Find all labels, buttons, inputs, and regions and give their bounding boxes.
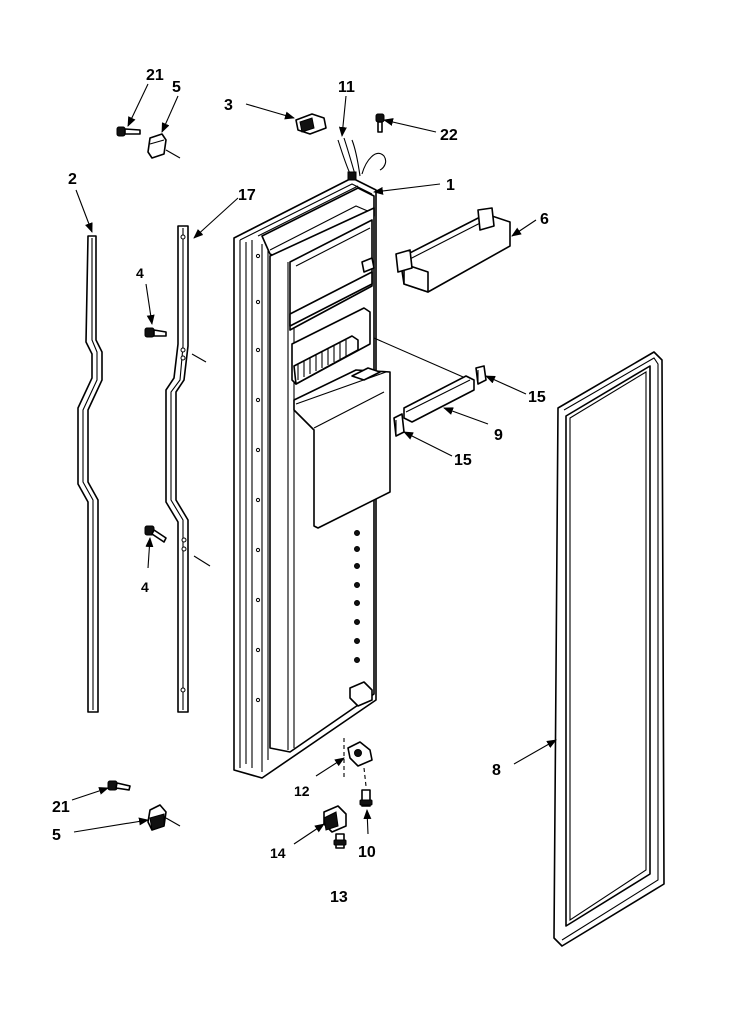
part-8-door-gasket — [553, 351, 665, 947]
screw-4-lower — [144, 525, 167, 543]
label-1: 1 — [446, 177, 455, 194]
leader-lines — [71, 83, 557, 845]
label-5-bottom: 5 — [52, 827, 61, 844]
dispenser-grille — [293, 335, 359, 385]
part-2-trim-strip — [77, 235, 103, 713]
label-4-lower: 4 — [141, 579, 149, 595]
clip-5-top — [147, 133, 181, 159]
label-14: 14 — [270, 845, 286, 861]
label-4-upper: 4 — [136, 265, 144, 281]
part-6-door-shelf — [395, 207, 511, 293]
label-12: 12 — [294, 783, 310, 799]
label-15-upper: 15 — [528, 389, 546, 406]
clip-5-bottom — [147, 804, 181, 831]
label-21-bottom: 21 — [52, 799, 70, 816]
part-15-clip-lower — [393, 413, 405, 437]
screw-4-upper — [144, 327, 167, 338]
label-17: 17 — [238, 187, 256, 204]
label-5-top: 5 — [172, 79, 181, 96]
label-8: 8 — [492, 762, 501, 779]
label-21-top: 21 — [146, 67, 164, 84]
part-12-hinge-block — [343, 738, 373, 787]
label-3: 3 — [224, 97, 233, 114]
label-11: 11 — [338, 79, 355, 96]
part-15-clip-upper — [475, 365, 487, 385]
label-10: 10 — [358, 844, 376, 861]
screw-21-top — [116, 126, 141, 137]
part-13-screw — [333, 833, 347, 849]
part-11-wire-harness — [337, 137, 387, 181]
label-22: 22 — [440, 127, 458, 144]
label-6: 6 — [540, 211, 549, 228]
label-13: 13 — [330, 889, 348, 906]
part-9-bar — [403, 375, 475, 423]
part-17-handle-bracket — [165, 225, 211, 713]
part-1-door-assembly — [233, 177, 471, 779]
part-3-connector — [295, 113, 327, 135]
part-10-screw — [359, 789, 373, 807]
label-2: 2 — [68, 171, 77, 188]
label-15-lower: 15 — [454, 452, 472, 469]
part-14-hinge-plate — [323, 805, 347, 833]
part-22-screw — [375, 113, 385, 133]
label-9: 9 — [494, 427, 503, 444]
screw-21-bottom — [107, 780, 131, 791]
callout-labels: 21 5 3 11 22 1 6 2 17 4 4 15 9 15 8 12 1… — [52, 67, 549, 906]
